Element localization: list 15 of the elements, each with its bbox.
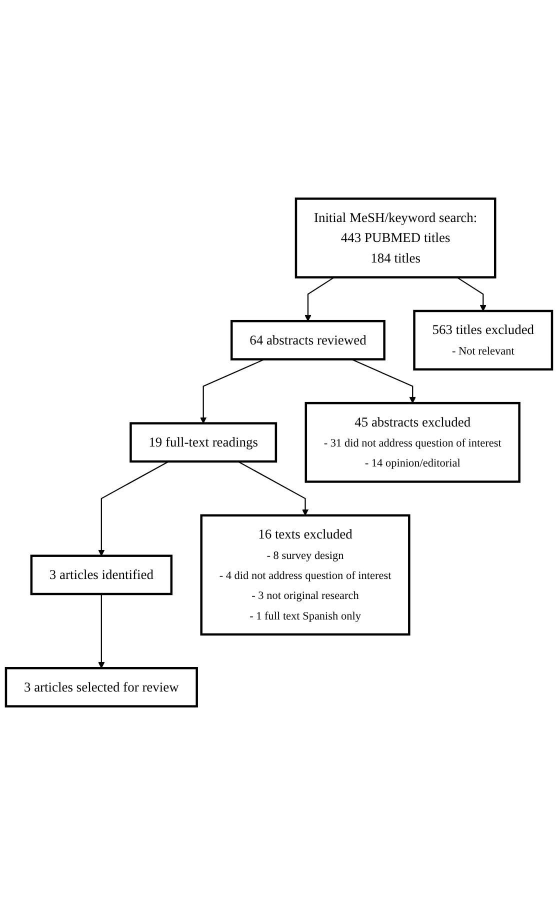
node-box: 3 articles identified — [30, 554, 173, 596]
arrow — [456, 276, 486, 312]
node-box: Initial MeSH/keyword search: 443 PUBMED titles 184 titles — [294, 198, 496, 278]
arrow — [304, 276, 335, 322]
node-box: 45 abstracts excluded - 31 did not address question of interest - 14 opinion/editorial — [304, 402, 520, 483]
arrow — [98, 461, 169, 556]
node-box: 19 full-text readings — [130, 422, 278, 463]
arrow — [238, 461, 309, 516]
arrow — [351, 358, 416, 404]
arrow — [200, 358, 265, 424]
node-box: 64 abstracts reviewed — [230, 320, 386, 360]
arrow — [98, 594, 105, 668]
node-box: 16 texts excluded - 8 survey design - 4 did not address question of interest - 3 not original research - 1 full text Spanish only — [200, 514, 410, 636]
node-box: 563 titles excluded - Not relevant — [413, 310, 554, 371]
node-box: 3 articles selected for review — [4, 667, 198, 708]
